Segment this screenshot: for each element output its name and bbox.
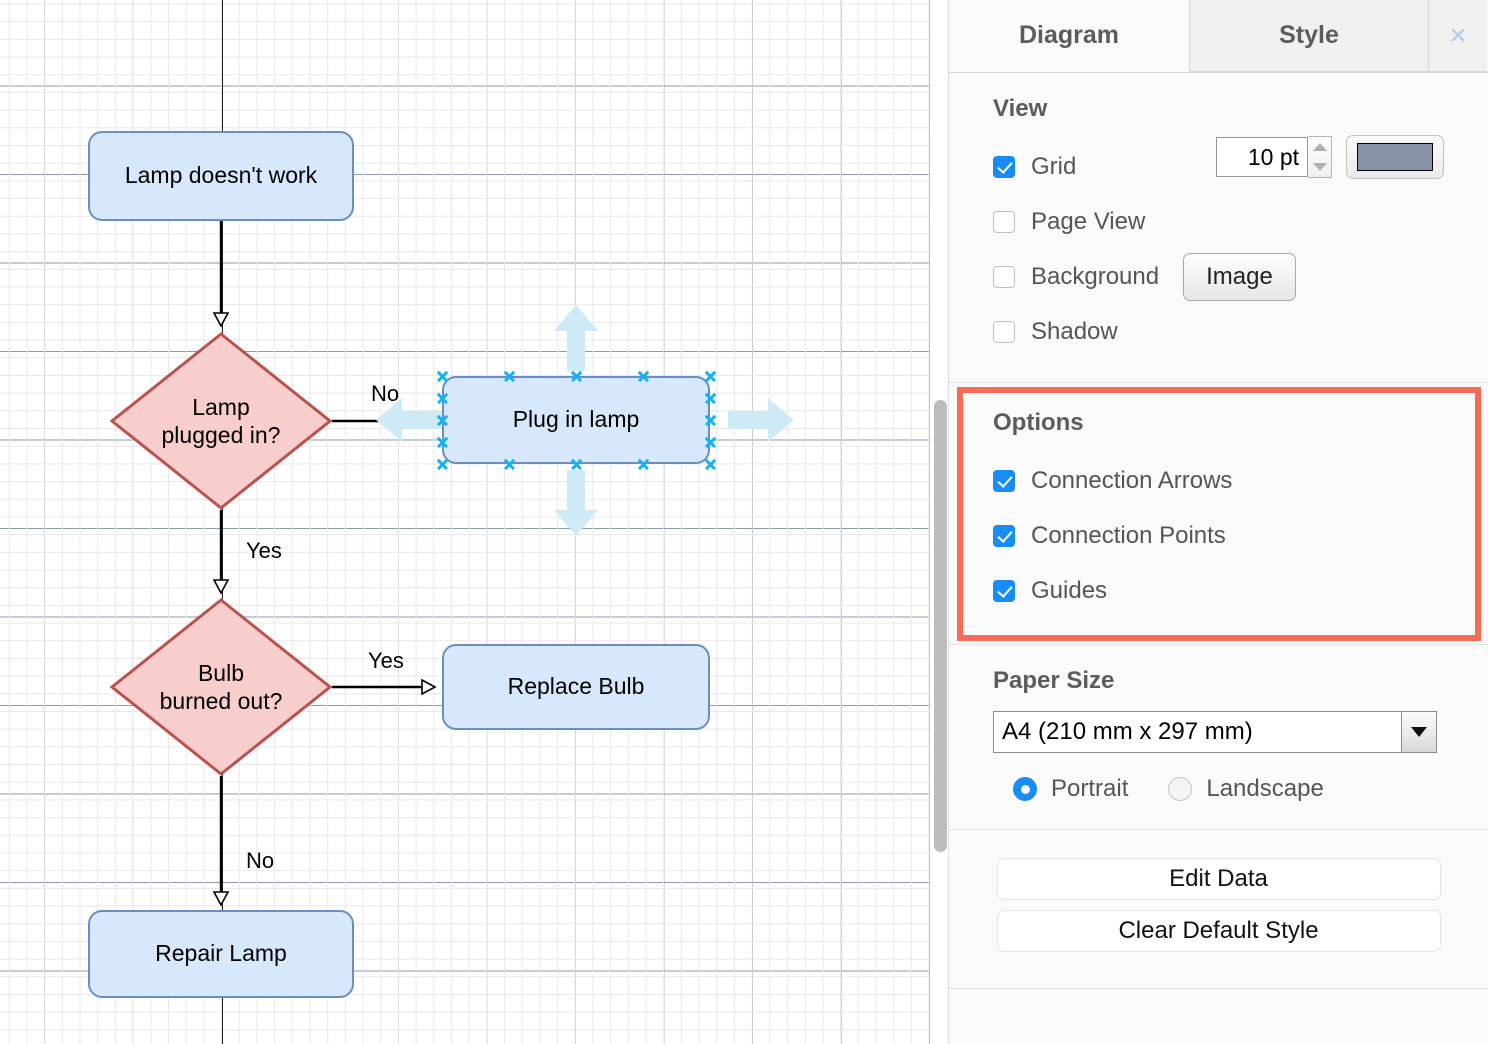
- diamond-shape: [110, 598, 332, 776]
- grid-size-input[interactable]: 10 pt: [1216, 137, 1308, 177]
- connection-points-row: Connection Points: [993, 508, 1444, 563]
- connection-point[interactable]: [704, 458, 717, 471]
- connection-point[interactable]: [436, 370, 449, 383]
- node-repair-lamp[interactable]: Repair Lamp: [88, 910, 354, 998]
- edge-label-yes-plugged: Yes: [246, 538, 282, 563]
- grid-checkbox[interactable]: [993, 155, 1015, 178]
- landscape-radio[interactable]: [1168, 777, 1193, 801]
- background-image-button[interactable]: Image: [1183, 252, 1296, 301]
- paper-size-selected-value: A4 (210 mm x 297 mm): [1002, 718, 1253, 745]
- connection-point[interactable]: [503, 370, 516, 383]
- node-label: Lamp doesn't work: [124, 162, 318, 189]
- node-replace-bulb[interactable]: Replace Bulb: [442, 644, 710, 730]
- background-label: Background: [1031, 262, 1160, 290]
- grid-label: Grid: [1031, 152, 1077, 180]
- connection-point[interactable]: [570, 458, 583, 471]
- chevron-down-icon[interactable]: [1401, 712, 1436, 752]
- connection-point[interactable]: [637, 458, 650, 471]
- connection-arrow-down-icon[interactable]: [552, 470, 600, 536]
- edit-data-button[interactable]: Edit Data: [996, 858, 1441, 900]
- connection-arrows-checkbox[interactable]: [993, 469, 1015, 492]
- paper-size-title: Paper Size: [993, 667, 1115, 694]
- node-bulb-burned-out[interactable]: Bulb burned out?: [110, 598, 332, 776]
- page-view-checkbox[interactable]: [993, 210, 1015, 233]
- node-label: Repair Lamp: [155, 940, 287, 967]
- edge-label-no-burned: No: [246, 848, 275, 873]
- connection-arrow-right-icon[interactable]: [728, 396, 794, 444]
- connection-arrow-left-icon[interactable]: [376, 396, 442, 444]
- connection-point[interactable]: [436, 458, 449, 471]
- grid-color-swatch[interactable]: [1346, 135, 1444, 179]
- options-section-title: Options: [993, 409, 1084, 436]
- spinner-down-icon[interactable]: [1312, 163, 1327, 171]
- grid-row: Grid: [993, 139, 1444, 194]
- guides-row: Guides: [993, 563, 1444, 618]
- tab-style-label: Style: [1279, 21, 1339, 49]
- connection-arrows-row: Connection Arrows: [993, 453, 1444, 508]
- diagram-canvas[interactable]: Lamp doesn't work Lamp plugged in? Plug …: [0, 0, 930, 1044]
- grid-size-spinner[interactable]: [1308, 136, 1332, 178]
- options-section: Options Connection Arrows Connection Poi…: [949, 383, 1488, 645]
- tab-style[interactable]: Style: [1189, 0, 1429, 72]
- tab-diagram[interactable]: Diagram: [949, 0, 1189, 72]
- connection-point[interactable]: [570, 370, 583, 383]
- page-view-row: Page View: [993, 194, 1444, 249]
- edge-label-yes-burned: Yes: [368, 648, 404, 673]
- connection-point[interactable]: [704, 392, 717, 405]
- clear-default-style-button[interactable]: Clear Default Style: [996, 910, 1441, 952]
- portrait-radio[interactable]: [1013, 777, 1037, 801]
- actions-section: Edit Data Clear Default Style: [949, 830, 1488, 989]
- connection-point[interactable]: [704, 370, 717, 383]
- grid-size-control: 10 pt: [1216, 135, 1444, 179]
- background-checkbox[interactable]: [993, 265, 1015, 288]
- canvas-vertical-scrollbar[interactable]: [934, 400, 947, 852]
- page-view-label: Page View: [1031, 207, 1146, 235]
- connection-points-checkbox[interactable]: [993, 524, 1015, 547]
- connection-arrow-up-icon[interactable]: [552, 305, 600, 371]
- panel-tabbar: Diagram Style ×: [949, 0, 1488, 73]
- spinner-up-icon[interactable]: [1312, 143, 1327, 151]
- view-section-title: View: [993, 95, 1048, 122]
- connection-point[interactable]: [436, 414, 449, 427]
- connection-point[interactable]: [436, 436, 449, 449]
- paper-size-select[interactable]: A4 (210 mm x 297 mm): [993, 711, 1437, 753]
- close-icon[interactable]: ×: [1429, 0, 1487, 72]
- connection-point[interactable]: [436, 392, 449, 405]
- node-plug-in-lamp[interactable]: Plug in lamp: [442, 376, 710, 464]
- diamond-shape: [110, 332, 332, 510]
- connection-point[interactable]: [637, 370, 650, 383]
- shadow-checkbox[interactable]: [993, 320, 1015, 343]
- shadow-label: Shadow: [1031, 317, 1118, 345]
- node-label: Replace Bulb: [507, 673, 645, 700]
- orientation-row: Portrait Landscape: [993, 775, 1444, 803]
- view-section: View Grid 10 pt Page View Background: [949, 73, 1488, 383]
- shadow-row: Shadow: [993, 304, 1444, 359]
- paper-size-section: Paper Size A4 (210 mm x 297 mm) Portrait…: [949, 645, 1488, 830]
- tab-diagram-label: Diagram: [1018, 21, 1120, 49]
- connection-arrows-label: Connection Arrows: [1031, 466, 1233, 494]
- format-panel: Diagram Style × View Grid 10 pt: [948, 0, 1488, 1044]
- node-lamp-doesnt-work[interactable]: Lamp doesn't work: [88, 131, 354, 221]
- connection-point[interactable]: [503, 458, 516, 471]
- close-icon-glyph: ×: [1449, 18, 1467, 52]
- node-lamp-plugged-in[interactable]: Lamp plugged in?: [110, 332, 332, 510]
- portrait-label: Portrait: [1051, 775, 1129, 802]
- connection-point[interactable]: [704, 436, 717, 449]
- page-break-line: [222, 0, 223, 1044]
- edge-label-no-plugged: No: [371, 381, 400, 406]
- guides-label: Guides: [1031, 576, 1108, 604]
- connection-point[interactable]: [704, 414, 717, 427]
- guides-checkbox[interactable]: [993, 579, 1015, 602]
- background-row: Background Image: [993, 249, 1444, 304]
- landscape-label: Landscape: [1206, 775, 1324, 802]
- node-label: Plug in lamp: [512, 406, 640, 433]
- connection-points-label: Connection Points: [1031, 521, 1226, 549]
